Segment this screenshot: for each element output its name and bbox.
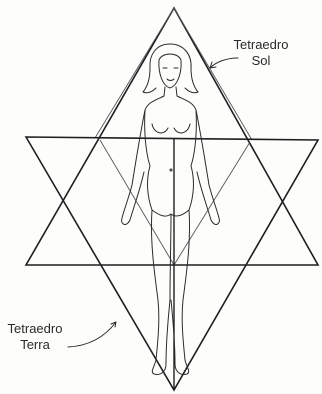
- figure-chest: [152, 124, 190, 133]
- figure-left-leg: [151, 210, 171, 375]
- sun-tetrahedron-back-right-edge: [174, 8, 252, 140]
- figure-face: [159, 54, 181, 88]
- figure-hair: [143, 44, 198, 93]
- figure-navel: [170, 169, 172, 171]
- earth-label-line2: Terra: [0, 337, 70, 353]
- sun-tetrahedron-label: Tetraedro Sol: [222, 37, 300, 69]
- sun-label-line2: Sol: [222, 53, 300, 69]
- earth-tetrahedron-inner-right-edge: [174, 142, 250, 265]
- earth-label-pointer: [68, 322, 116, 347]
- sun-label-line1: Tetraedro: [222, 37, 300, 53]
- figure-right-arm: [196, 110, 219, 224]
- figure-eyes: [163, 68, 178, 81]
- figure-torso: [145, 87, 197, 210]
- earth-label-line1: Tetraedro: [0, 321, 70, 337]
- sun-tetrahedron-back-left-edge: [95, 8, 174, 138]
- earth-tetrahedron-inner-left-edge: [100, 140, 174, 265]
- figure-left-arm: [122, 110, 145, 224]
- earth-tetrahedron-label: Tetraedro Terra: [0, 321, 70, 353]
